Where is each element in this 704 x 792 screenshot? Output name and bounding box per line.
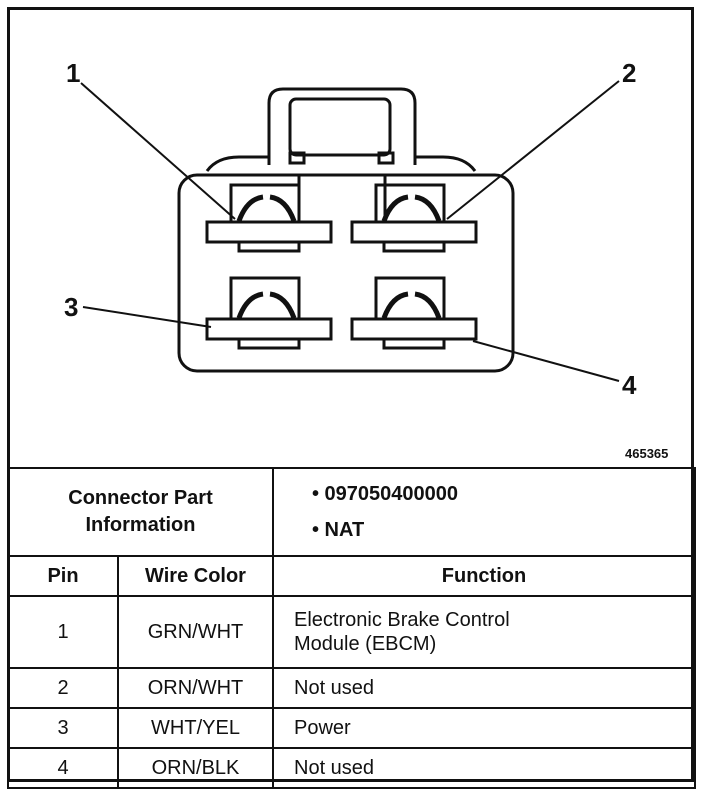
terminal-pin-3 — [205, 276, 333, 350]
terminal-pin-2 — [350, 183, 478, 253]
connector-illustration — [80, 80, 620, 382]
figure-id: 465365 — [625, 446, 669, 461]
pin-cell: 1 — [7, 595, 119, 669]
callout-pin-3: 3 — [64, 292, 79, 322]
part-info-label-line2: Information — [85, 514, 196, 536]
callout-pin-4: 4 — [622, 370, 637, 400]
terminal-pin-1 — [205, 183, 333, 253]
pin-cell: 3 — [7, 707, 119, 749]
part-number: • NAT — [312, 519, 365, 541]
connector-latch — [267, 87, 417, 165]
callout-pin-1: 1 — [66, 58, 81, 88]
function-cell: Electronic Brake Control Module (EBCM) — [272, 595, 696, 669]
table-row: 2 ORN/WHT Not used — [7, 667, 696, 709]
terminal-pin-4 — [350, 276, 478, 350]
table-row: 1 GRN/WHT Electronic Brake Control Modul… — [7, 595, 696, 669]
part-info-label-line1: Connector Part — [68, 487, 213, 509]
part-numbers-cell: • 097050400000 • NAT — [272, 467, 696, 557]
col-header-pin: Pin — [7, 555, 119, 597]
function-cell: Not used — [272, 747, 696, 789]
table-row: 4 ORN/BLK Not used — [7, 747, 696, 789]
col-header-function: Function — [272, 555, 696, 597]
function-line: Module (EBCM) — [294, 633, 437, 655]
wire-color-cell: ORN/BLK — [117, 747, 274, 789]
leader-line-2 — [446, 80, 620, 220]
connector-diagram: 1 2 3 4 — [7, 7, 694, 469]
leader-line-1 — [80, 82, 236, 220]
connector-body — [177, 173, 515, 373]
pin-cell: 2 — [7, 667, 119, 709]
function-cell: Not used — [272, 667, 696, 709]
function-line: Electronic Brake Control — [294, 609, 510, 631]
function-cell: Power — [272, 707, 696, 749]
connector-info-table: Connector Part Information • 09705040000… — [7, 467, 696, 789]
header-row: Pin Wire Color Function — [7, 555, 696, 597]
callout-pin-2: 2 — [622, 58, 637, 88]
wire-color-cell: WHT/YEL — [117, 707, 274, 749]
part-info-label: Connector Part Information — [7, 467, 274, 557]
leader-line-4 — [472, 340, 620, 382]
connector-shoulder-right — [415, 155, 477, 172]
latch-window — [288, 97, 392, 157]
connector-shoulder-left — [205, 155, 269, 172]
wire-color-cell: ORN/WHT — [117, 667, 274, 709]
part-number: • 097050400000 — [312, 483, 459, 505]
table-row: 3 WHT/YEL Power — [7, 707, 696, 749]
wire-color-cell: GRN/WHT — [117, 595, 274, 669]
leader-line-3 — [82, 306, 212, 328]
pin-cell: 4 — [7, 747, 119, 789]
part-info-row: Connector Part Information • 09705040000… — [7, 467, 696, 557]
col-header-wire-color: Wire Color — [117, 555, 274, 597]
